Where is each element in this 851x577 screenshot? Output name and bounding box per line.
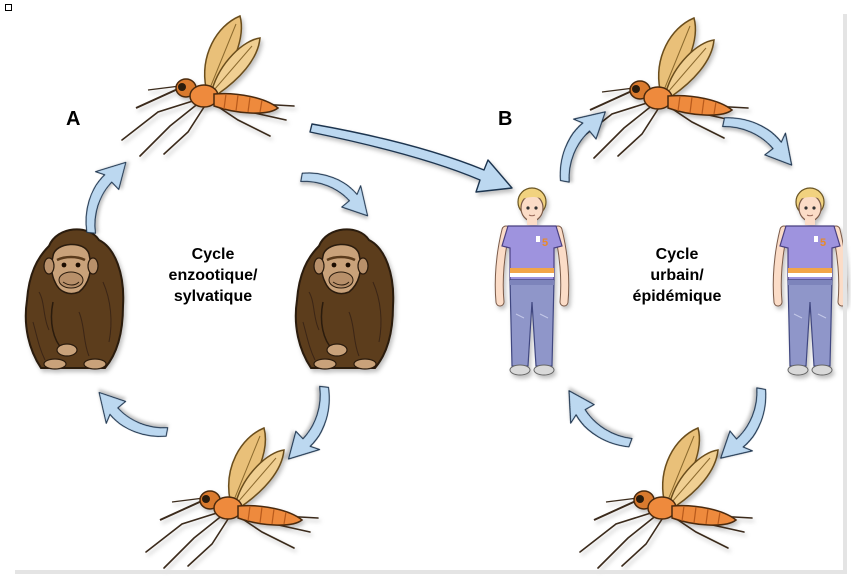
cycle-label-enzootic: Cycle enzootique/ sylvatique (148, 244, 278, 307)
cycle-label-line: Cycle (148, 244, 278, 265)
selection-handle[interactable] (5, 4, 12, 11)
cycle-label-line: enzootique/ (148, 265, 278, 286)
cycle-label-line: urbain/ (612, 265, 742, 286)
cycle-label-urban: Cycle urbain/ épidémique (612, 244, 742, 307)
panel-a-label: A (66, 108, 80, 131)
cycle-label-line: sylvatique (148, 286, 278, 307)
cycle-label-line: épidémique (612, 286, 742, 307)
cycle-label-line: Cycle (612, 244, 742, 265)
panel-b-label: B (498, 108, 512, 131)
